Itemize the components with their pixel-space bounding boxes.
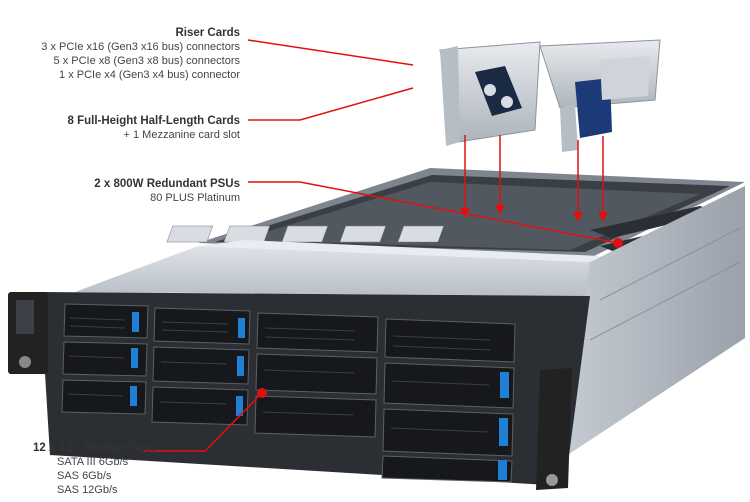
callout-line: 1 x PCIe x4 (Gen3 x4 bus) connector xyxy=(59,69,240,81)
drive-bays xyxy=(61,303,516,483)
callout-line: SAS 6Gb/s xyxy=(57,470,112,482)
callout-line: 5 x PCIe x8 (Gen3 x8 bus) connectors xyxy=(53,55,240,67)
chassis-top xyxy=(75,168,745,296)
callout-line: 3 x PCIe x16 (Gen3 x16 bus) connectors xyxy=(41,41,240,53)
chassis-side xyxy=(560,186,745,460)
callout-line: 80 PLUS Platinum xyxy=(150,192,240,204)
callout-title: Riser Cards xyxy=(175,27,240,39)
callout-line: + 1 Mezzanine card slot xyxy=(123,129,240,141)
callout-title: 8 Full-Height Half-Length Cards xyxy=(67,115,241,127)
callout-title: 2 x 800W Redundant PSUs xyxy=(94,178,240,190)
drive-release-tabs xyxy=(130,312,509,480)
fan-row xyxy=(166,225,445,243)
riser-card-right xyxy=(539,39,661,152)
riser-card-left xyxy=(439,41,541,146)
callout-line: SAS 12Gb/s xyxy=(57,484,118,496)
callout-title: 12 x 3.5” Storage Bays xyxy=(33,442,158,454)
callout-storage-bays: 12 x 3.5” Storage Bays SATA III 6Gb/s SA… xyxy=(33,441,233,497)
callout-expansion-cards: 8 Full-Height Half-Length Cards + 1 Mezz… xyxy=(0,114,241,142)
callout-markers xyxy=(257,205,623,398)
callout-lines xyxy=(143,39,619,452)
callout-riser-cards: Riser Cards 3 x PCIe x16 (Gen3 x16 bus) … xyxy=(0,26,240,82)
callout-line: SATA III 6Gb/s xyxy=(57,456,129,468)
callout-psu: 2 x 800W Redundant PSUs 80 PLUS Platinum xyxy=(0,177,240,205)
